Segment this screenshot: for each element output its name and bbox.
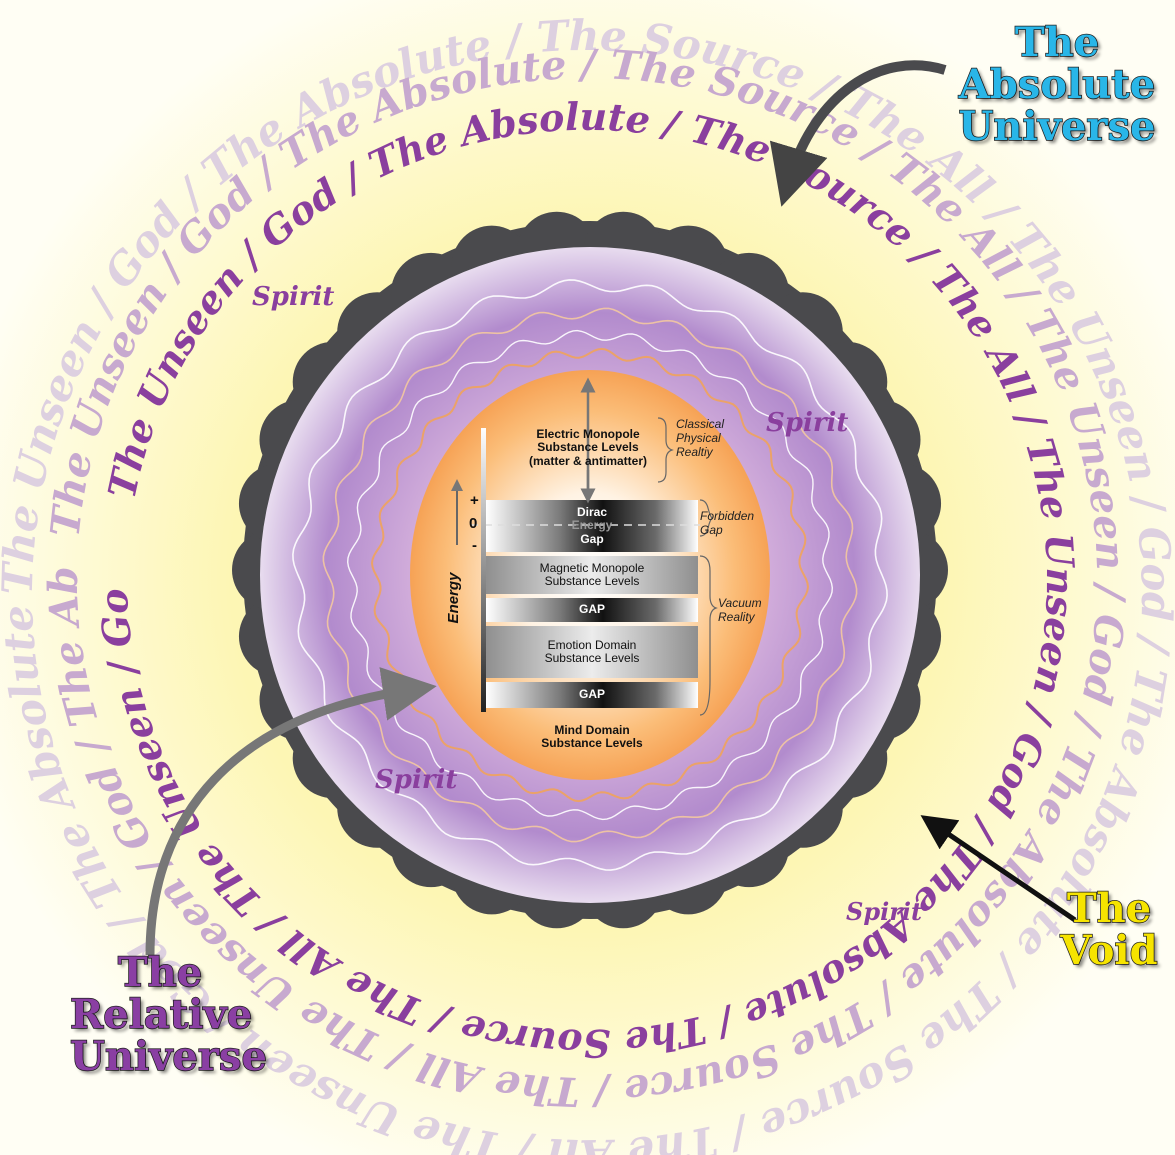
gap-label-2: GAP [578, 687, 605, 702]
spirit-label-4: Spirit [846, 897, 922, 926]
forbidden-gap-label: Forbidden Gap [700, 509, 755, 538]
dirac-line-1: Dirac [576, 505, 608, 520]
electric-line-3: (matter & antimatter) [528, 453, 648, 468]
energy-axis [481, 428, 486, 712]
relative-universe-callout: The Relative Universe [69, 949, 267, 1080]
classical-line-2: Physical [676, 430, 721, 445]
gap-band-1 [486, 598, 698, 622]
void-line-2: Void [1060, 927, 1159, 974]
relative-arrow [145, 667, 437, 956]
magnetic-line-1: Magnetic Monopole [539, 560, 645, 575]
gap-label-1: GAP [578, 602, 605, 617]
dirac-gap-label: Dirac Energy Gap [486, 504, 698, 548]
relative-line-3: Universe [69, 1033, 267, 1080]
vacuum-line-1: Vacuum [718, 596, 762, 610]
vibration-wave [370, 347, 810, 803]
absolute-line-3: Universe [958, 103, 1156, 150]
magnetic-band [486, 556, 698, 594]
absolute-arrow [769, 60, 947, 207]
classical-brace [657, 417, 674, 483]
absolute-line-2: Absolute [958, 61, 1156, 108]
absolute-line-1: The [1014, 19, 1100, 66]
mind-line-2: Substance Levels [541, 736, 643, 750]
axis-minus: - [472, 537, 477, 554]
axis-plus: + [470, 492, 479, 509]
electric-line-2: Substance Levels [537, 440, 639, 455]
spirit-label-3: Spirit [375, 765, 457, 795]
electric-monopole-label: Electric Monopole Substance Levels (matt… [508, 424, 668, 472]
mind-line-1: Mind Domain [554, 722, 630, 737]
void-arrow [920, 815, 1077, 923]
vibration-wave [322, 307, 858, 843]
emotion-domain-label: Emotion Domain Substance Levels [486, 626, 698, 678]
forbidden-brace [699, 499, 713, 537]
relative-line-1: The [117, 949, 203, 996]
forbidden-line-2: Gap [700, 522, 723, 537]
void-callout: The Void [1049, 885, 1169, 974]
void-line-1: The [1066, 885, 1152, 932]
vacuum-line-2: Reality [718, 609, 755, 624]
axis-zero: 0 [469, 515, 478, 532]
vibration-waves [292, 279, 888, 871]
emotion-line-2: Substance Levels [544, 651, 640, 665]
dirac-line-3: Gap [580, 531, 604, 546]
emotion-band [486, 626, 698, 678]
electric-line-1: Electric Monopole [536, 427, 640, 442]
emotion-line-1: Emotion Domain [547, 637, 637, 652]
classical-line-3: Realtiy [676, 444, 713, 459]
vacuum-reality-label: Vacuum Reality [718, 596, 762, 625]
magnetic-monopole-label: Magnetic Monopole Substance Levels [486, 556, 698, 594]
relative-line-2: Relative [69, 991, 253, 1038]
absolute-universe-callout: The Absolute Universe [957, 19, 1157, 150]
classical-line-1: Classical [676, 417, 725, 431]
spirit-label-1: Spirit [252, 282, 334, 312]
magnetic-line-2: Substance Levels [544, 574, 640, 588]
energy-axis-label: Energy [445, 572, 462, 624]
dirac-line-2: Energy [571, 518, 613, 533]
forbidden-line-1: Forbidden [700, 509, 755, 523]
mind-domain-label: Mind Domain Substance Levels [486, 720, 698, 754]
dirac-gap-band [486, 500, 698, 552]
spirit-label-2: Spirit [766, 408, 848, 438]
vibration-wave [292, 279, 888, 871]
classical-reality-label: Classical Physical Realtiy [676, 417, 725, 459]
vacuum-brace [699, 555, 718, 716]
gap-band-2 [486, 682, 698, 708]
vibration-wave [346, 329, 834, 821]
